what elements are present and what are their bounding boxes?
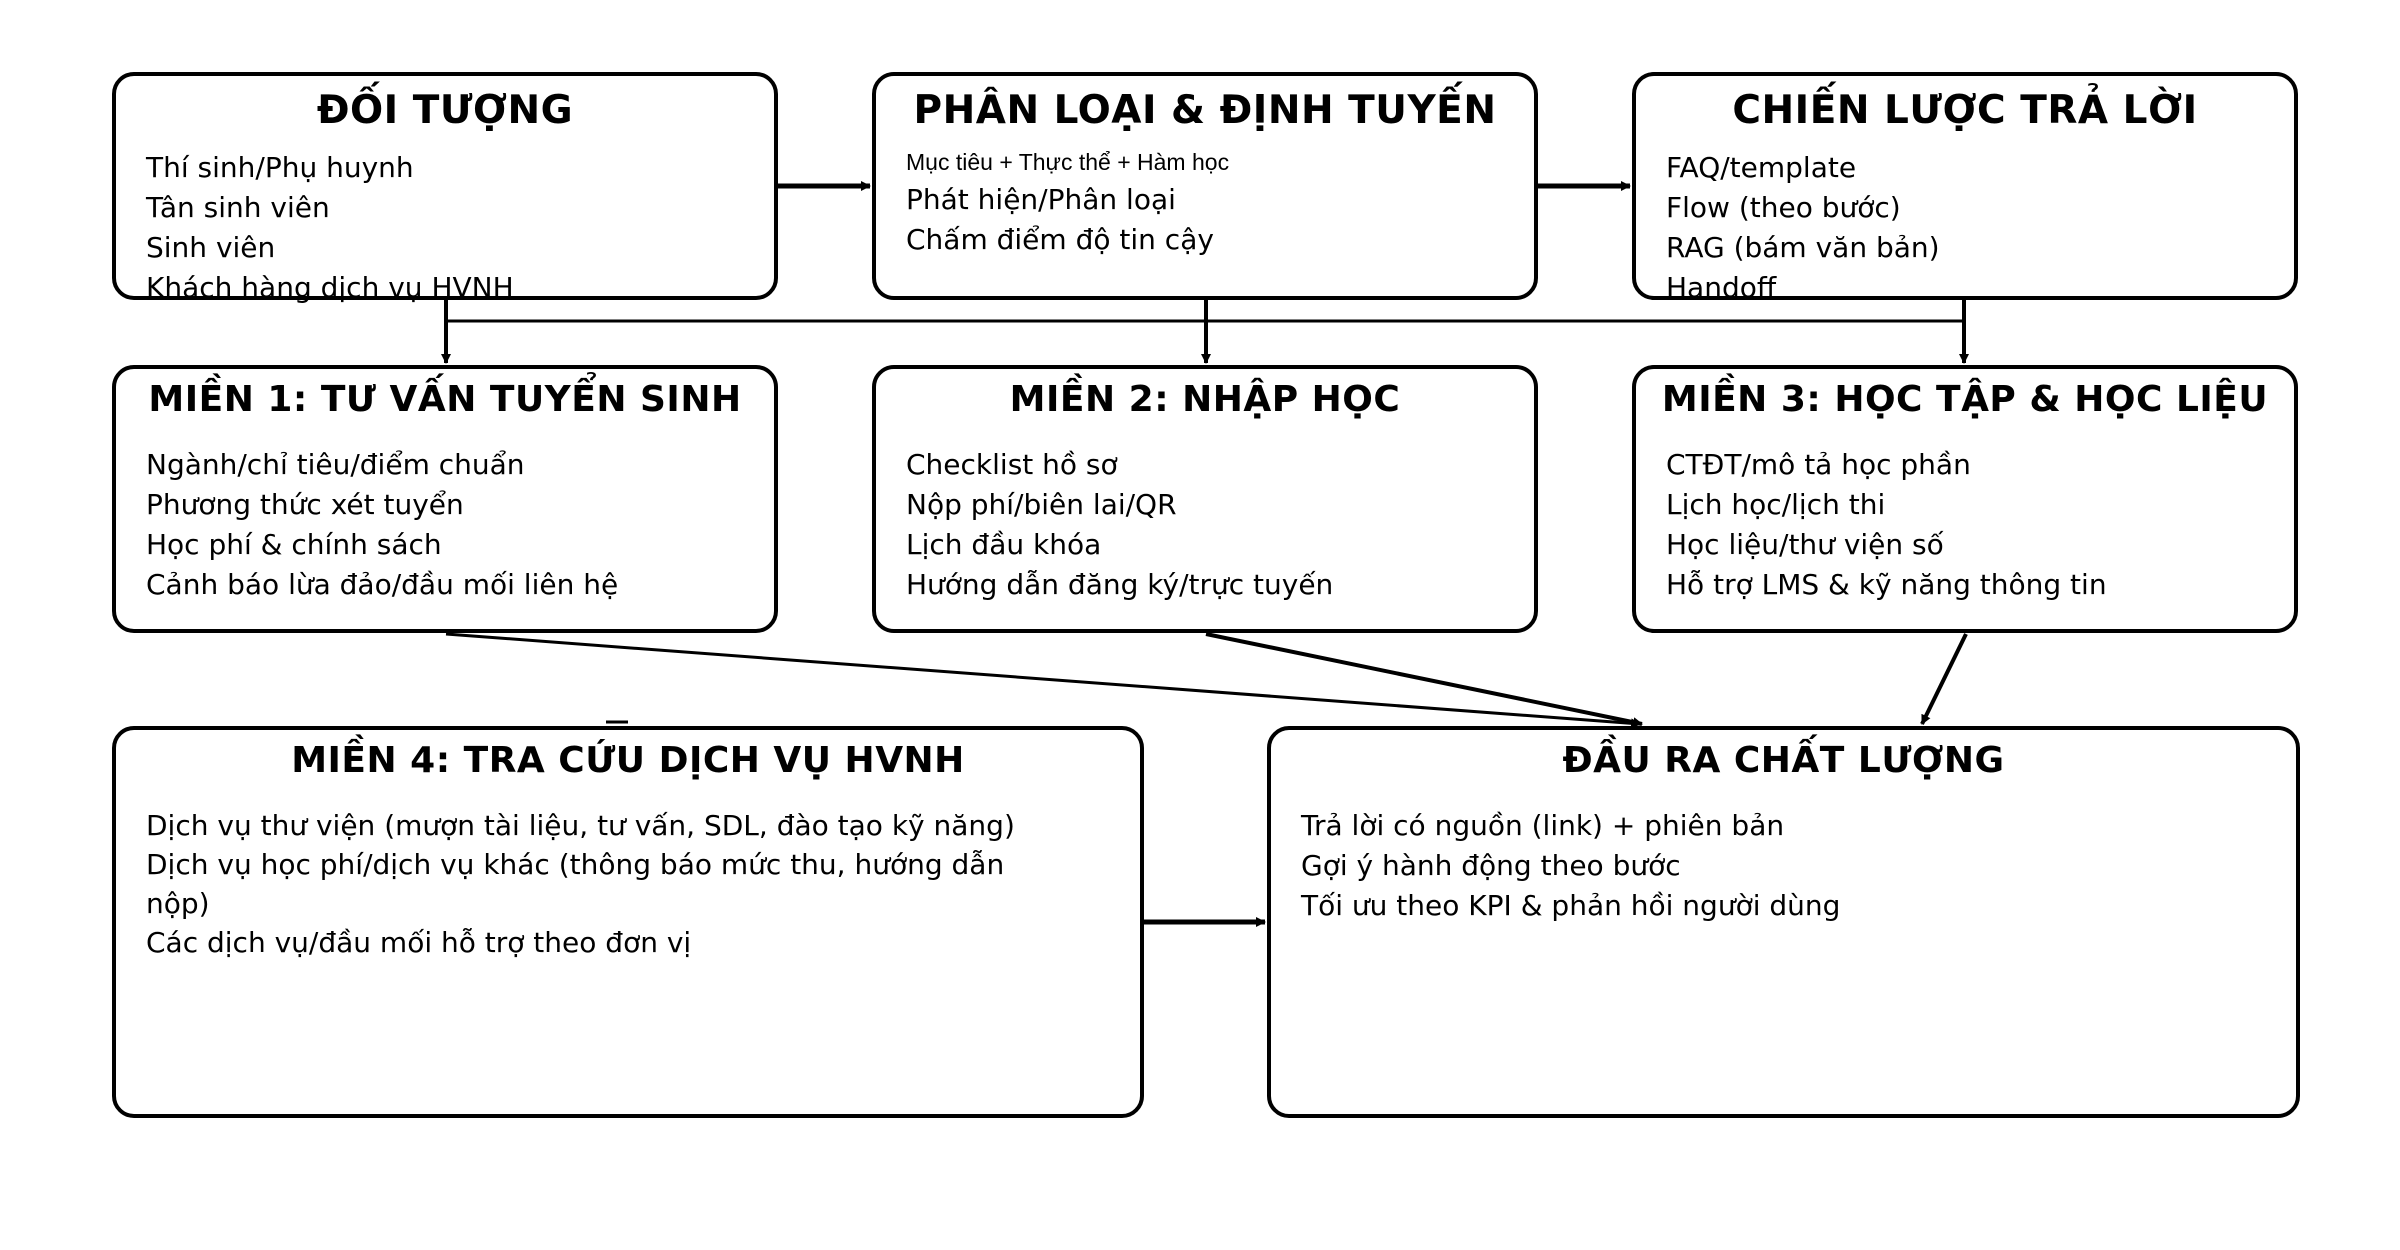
item-list: CTĐT/mô tả học phần Lịch học/lịch thi Họ…: [1666, 445, 2107, 605]
box-title: PHÂN LOẠI & ĐỊNH TUYẾN: [913, 88, 1497, 133]
box-title: MIỀN 1: TƯ VẤN TUYỂN SINH: [148, 379, 742, 420]
list-item: Thí sinh/Phụ huynh: [146, 151, 414, 184]
audience-box: ĐỐI TƯỢNG Thí sinh/Phụ huynh Tân sinh vi…: [112, 72, 778, 304]
domain2-box: MIỀN 2: NHẬP HỌC Checklist hồ sơ Nộp phí…: [872, 365, 1538, 633]
list-item: Cảnh báo lừa đảo/đầu mối liên hệ: [146, 568, 619, 601]
arrow-domain2-to-output: [1205, 632, 1643, 728]
strategy-box: CHIẾN LƯỢC TRẢ LỜI FAQ/template Flow (th…: [1632, 72, 2298, 304]
box-title: CHIẾN LƯỢC TRẢ LỜI: [1732, 88, 2198, 133]
list-item: Handoff: [1666, 271, 1777, 304]
list-item: RAG (bám văn bản): [1666, 231, 1940, 264]
domain1-box: MIỀN 1: TƯ VẤN TUYỂN SINH Ngành/chỉ tiêu…: [112, 365, 778, 633]
list-item: Tối ưu theo KPI & phản hồi người dùng: [1301, 889, 1841, 922]
list-item: Học liệu/thư viện số: [1666, 528, 1944, 561]
list-item: Các dịch vụ/đầu mối hỗ trợ theo đơn vị: [146, 926, 692, 959]
domain4-box: MIỀN 4: TRA CỨU DỊCH VỤ HVNH Dịch vụ thư…: [112, 726, 1144, 1118]
item-list: Thí sinh/Phụ huynh Tân sinh viên Sinh vi…: [146, 148, 514, 308]
list-item: Tân sinh viên: [146, 191, 330, 224]
list-item: Dịch vụ thư viện (mượn tài liệu, tư vấn,…: [146, 809, 1015, 842]
list-item: Lịch học/lịch thi: [1666, 488, 1886, 521]
item-list: Mục tiêu + Thực thể + Hàm học Phát hiện/…: [906, 144, 1229, 260]
box-subtitle: Mục tiêu + Thực thể + Hàm học: [906, 149, 1230, 175]
list-item: Phương thức xét tuyển: [146, 488, 464, 521]
box-title: MIỀN 3: HỌC TẬP & HỌC LIỆU: [1661, 379, 2269, 420]
item-list: Dịch vụ thư viện (mượn tài liệu, tư vấn,…: [146, 806, 1046, 962]
box-title: MIỀN 4: TRA CỨU DỊCH VỤ HVNH: [291, 740, 965, 781]
list-item: Hướng dẫn đăng ký/trực tuyến: [906, 568, 1334, 601]
list-item: Chấm điểm độ tin cậy: [906, 223, 1214, 256]
list-item: Hỗ trợ LMS & kỹ năng thông tin: [1666, 568, 2107, 601]
list-item: Flow (theo bước): [1666, 191, 1901, 224]
item-list: Ngành/chỉ tiêu/điểm chuẩn Phương thức xé…: [146, 445, 618, 605]
list-item: Nộp phí/biên lai/QR: [906, 488, 1177, 521]
list-item: Gợi ý hành động theo bước: [1301, 849, 1681, 882]
list-item: Ngành/chỉ tiêu/điểm chuẩn: [146, 448, 525, 481]
box-title: MIỀN 2: NHẬP HỌC: [1009, 379, 1401, 420]
list-item: Checklist hồ sơ: [906, 448, 1118, 481]
item-list: FAQ/template Flow (theo bước) RAG (bám v…: [1666, 148, 1940, 308]
arrow-domain3-to-output: [1920, 633, 1968, 725]
box-title: ĐẦU RA CHẤT LƯỢNG: [1562, 740, 2005, 781]
list-item: Lịch đầu khóa: [906, 528, 1102, 561]
list-item: Sinh viên: [146, 231, 276, 264]
list-item: Phát hiện/Phân loại: [906, 183, 1176, 216]
list-item: Học phí & chính sách: [146, 528, 442, 561]
list-item: Dịch vụ học phí/dịch vụ khác (thông báo …: [146, 848, 1005, 920]
item-list: Trả lời có nguồn (link) + phiên bản Gợi …: [1301, 806, 1840, 926]
list-item: CTĐT/mô tả học phần: [1666, 448, 1971, 481]
list-item: Khách hàng dịch vụ HVNH: [146, 271, 514, 304]
list-item: FAQ/template: [1666, 151, 1857, 184]
routing-box: PHÂN LOẠI & ĐỊNH TUYẾN Mục tiêu + Thực t…: [872, 72, 1538, 300]
output-box: ĐẦU RA CHẤT LƯỢNG Trả lời có nguồn (link…: [1267, 726, 2300, 1118]
box-title: ĐỐI TƯỢNG: [316, 88, 574, 133]
item-list: Checklist hồ sơ Nộp phí/biên lai/QR Lịch…: [906, 445, 1333, 605]
list-item: Trả lời có nguồn (link) + phiên bản: [1301, 809, 1785, 842]
arrow-domain1-to-output: [445, 632, 1641, 729]
domain3-box: MIỀN 3: HỌC TẬP & HỌC LIỆU CTĐT/mô tả họ…: [1632, 365, 2298, 633]
